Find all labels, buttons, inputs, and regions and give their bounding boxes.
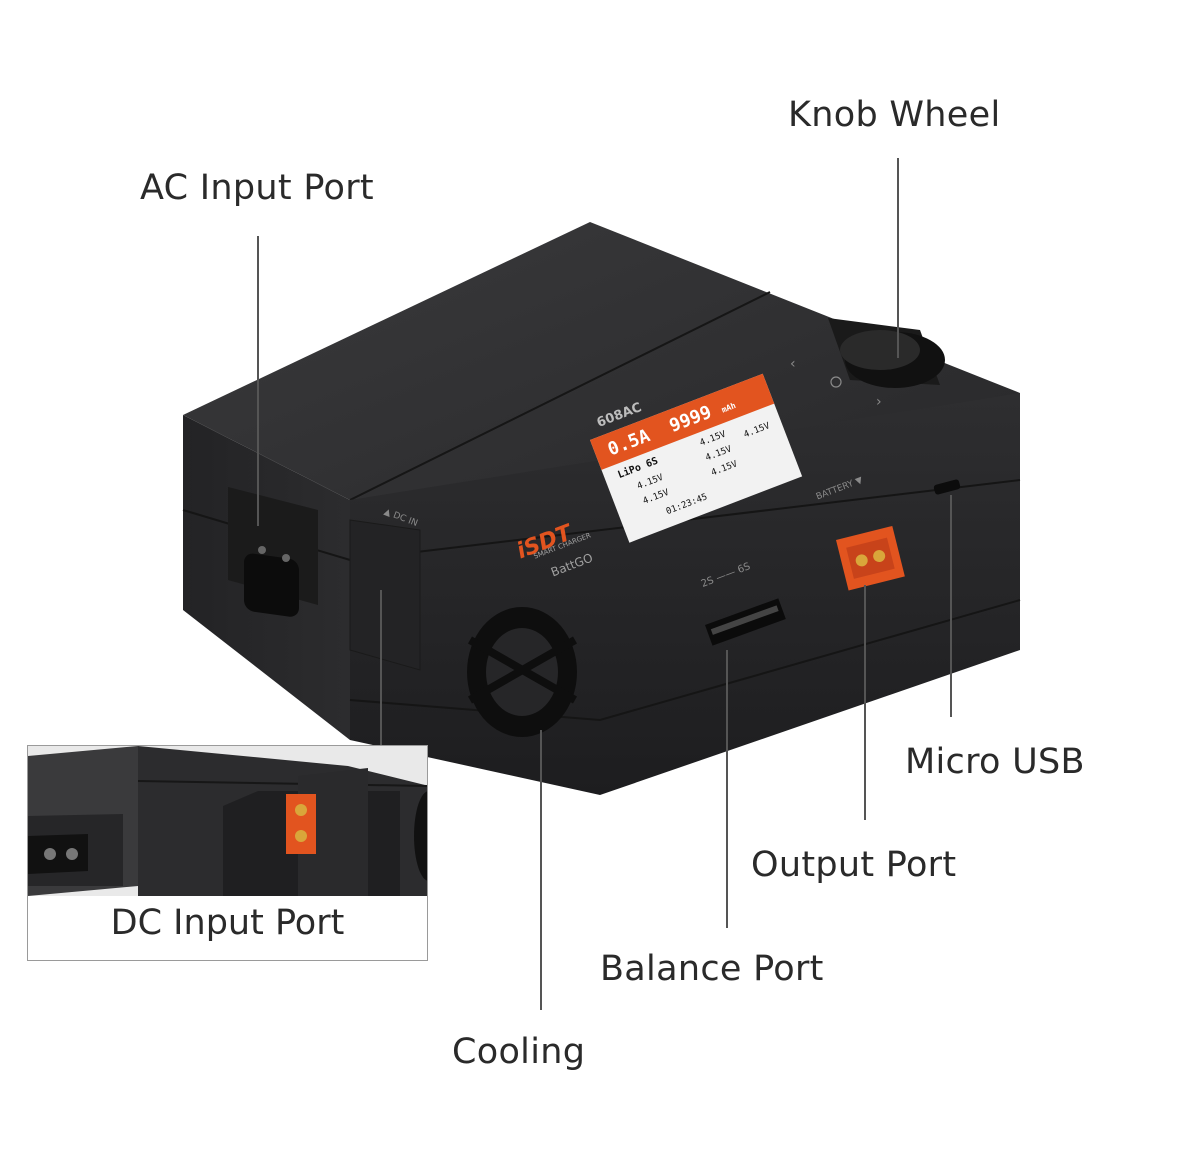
svg-text:›: › <box>876 394 882 410</box>
leader-micro-usb <box>950 495 952 717</box>
label-dc-input-port: DC Input Port <box>110 903 345 943</box>
cooling-fan-graphic <box>467 607 577 737</box>
screen-capacity-unit: mAh <box>720 401 738 415</box>
screen-cell-6: 4.15V <box>742 421 772 441</box>
leader-output-port <box>864 585 866 820</box>
label-ac-input-port: AC Input Port <box>140 168 374 208</box>
knob-wheel-graphic <box>828 318 945 388</box>
balance-port-graphic <box>705 598 786 646</box>
leader-knob-wheel <box>897 158 899 358</box>
leader-dc-input <box>380 590 382 745</box>
screen-cell-5: 4.15V <box>709 459 739 479</box>
lcd-screen <box>590 373 803 543</box>
leader-ac-input <box>257 236 259 526</box>
micro-usb-graphic <box>933 479 961 495</box>
dc-input-inset: DC Input Port <box>27 745 428 961</box>
leader-balance-port <box>726 650 728 928</box>
screen-time: 01:23:45 <box>664 492 709 518</box>
label-cooling: Cooling <box>452 1032 586 1072</box>
leader-cooling <box>540 730 542 1010</box>
label-output-port: Output Port <box>751 845 957 885</box>
label-balance-port: Balance Port <box>600 949 824 989</box>
dc-input-closeup <box>28 746 427 896</box>
output-port-graphic <box>836 525 905 591</box>
svg-text:‹: ‹ <box>790 356 796 372</box>
label-knob-wheel: Knob Wheel <box>788 95 1001 135</box>
label-micro-usb: Micro USB <box>905 742 1085 782</box>
ac-port-graphic <box>228 487 318 617</box>
screen-cell-2: 4.15V <box>641 487 671 507</box>
